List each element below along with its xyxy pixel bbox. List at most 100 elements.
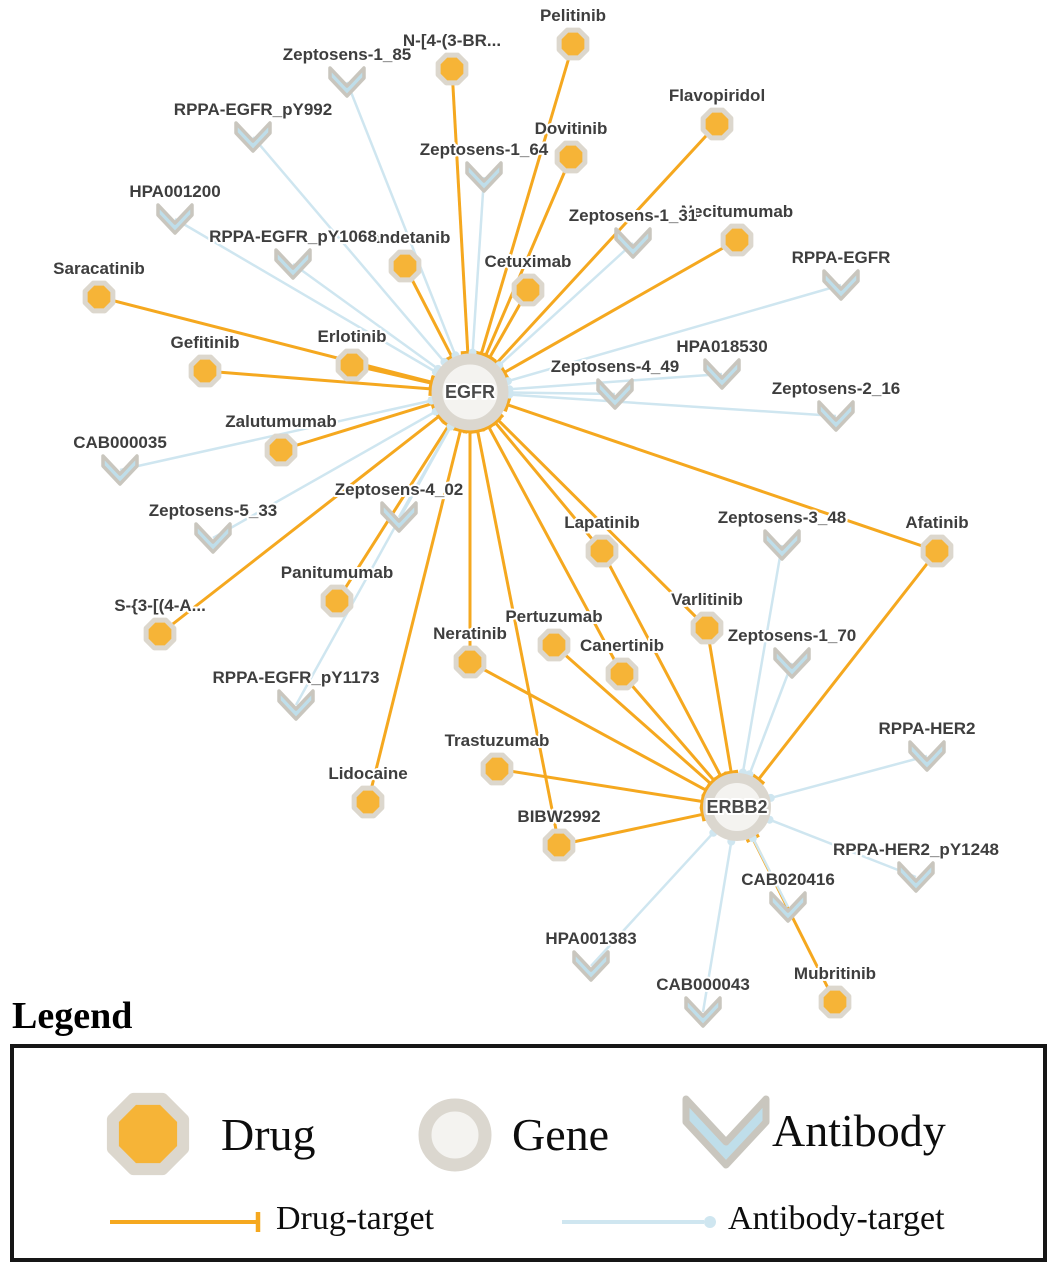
drug-node-pelitinib[interactable] [556,27,590,61]
antibody-node-zeptosens-1-64[interactable] [465,161,503,193]
gene-node-egfr[interactable] [431,353,509,431]
gene-node-erbb2[interactable] [703,773,771,841]
node-label-rppa-egfr-py992: RPPA-EGFR_pY992 [174,100,332,119]
node-label-cab000035: CAB000035 [73,433,167,452]
antibody-node-zeptosens-2-16[interactable] [817,400,855,432]
drug-node-n4-3br[interactable] [435,52,469,86]
legend-label-drug-target: Drug-target [276,1200,434,1237]
antibody-node-rppa-egfr-py1173[interactable] [277,689,315,721]
drug-node-saracatinib[interactable] [82,280,116,314]
drug-node-bibw2992[interactable] [542,828,576,862]
node-label-mubritinib: Mubritinib [794,964,876,983]
drug-node-pertuzumab[interactable] [537,628,571,662]
drug-node-dovitinib[interactable] [554,140,588,174]
node-label-rppa-egfr-py1068: RPPA-EGFR_pY1068 [209,227,377,246]
node-label-rppa-her2-py1248: RPPA-HER2_pY1248 [833,840,999,859]
node-label-cab020416: CAB020416 [741,870,835,889]
drug-target-edge [473,43,575,358]
antibody-node-zeptosens-1-70[interactable] [773,647,811,679]
node-label-varlitinib: Varlitinib [671,590,743,609]
label-layer: EGFRERBB2PelitinibN-[4-(3-BR...Flavopiri… [51,4,1001,996]
node-label-hpa018530: HPA018530 [676,337,767,356]
node-label-flavopiridol: Flavopiridol [669,86,765,105]
drug-node-lidocaine[interactable] [351,785,385,819]
drug-node-zalutumumab[interactable] [264,433,298,467]
node-label-lidocaine: Lidocaine [328,764,407,783]
drug-node-gefitinib[interactable] [188,354,222,388]
antibody-target-edge [468,176,486,357]
gene-node-icon [418,1098,492,1172]
legend-label-drug: Drug [221,1109,316,1160]
drug-node-s3-4a[interactable] [143,617,177,651]
antibody-node-rppa-her2[interactable] [908,740,946,772]
drug-node-panitumumab[interactable] [320,584,354,618]
drug-node-neratinib[interactable] [453,645,487,679]
node-label-rppa-egfr-py1173: RPPA-EGFR_pY1173 [213,668,380,687]
legend-box: Drug Gene Antibody Drug-target Antibody-… [10,1044,1047,1262]
drug-node-erlotinib[interactable] [335,348,369,382]
drug-node-icon [106,1092,190,1176]
antibody-node-rppa-egfr[interactable] [822,269,860,301]
antibody-node-cab000043[interactable] [684,996,722,1028]
node-label-saracatinib: Saracatinib [53,259,145,278]
antibody-node-zeptosens-3-48[interactable] [763,529,801,561]
antibody-node-rppa-egfr-py1068[interactable] [274,248,312,280]
node-label-necitumumab: Necitumumab [681,202,793,221]
antibody-node-hpa001200[interactable] [156,203,194,235]
antibody-node-zeptosens-4-02[interactable] [380,501,418,533]
legend-label-gene: Gene [512,1109,610,1160]
antibody-node-zeptosens-1-31[interactable] [614,227,652,259]
antibody-node-hpa001383[interactable] [572,950,610,982]
node-label-zeptosens-1-85: Zeptosens-1_85 [283,45,412,64]
node-label-zeptosens-4-02: Zeptosens-4_02 [335,480,464,499]
drug-node-vandetanib[interactable] [388,249,422,283]
drug-node-mubritinib[interactable] [818,985,852,1019]
node-label-canertinib: Canertinib [580,636,664,655]
drug-node-canertinib[interactable] [605,657,639,691]
drug-target-edge [558,807,706,847]
node-label-rppa-egfr: RPPA-EGFR [792,248,891,267]
drug-node-trastuzumab[interactable] [480,752,514,786]
node-label-zeptosens-1-64: Zeptosens-1_64 [420,140,549,159]
antibody-node-zeptosens-4-49[interactable] [596,378,634,410]
antibody-node-rppa-her2-py1248[interactable] [897,861,935,893]
node-label-cab000043: CAB000043 [656,975,750,994]
drug-node-lapatinib[interactable] [585,534,619,568]
drug-target-edge [499,238,738,380]
antibody-target-edge [766,754,928,802]
node-label-n4-3br: N-[4-(3-BR... [403,31,501,50]
node-label-dovitinib: Dovitinib [535,119,608,138]
antibody-node-zeptosens-1-85[interactable] [328,66,366,98]
drug-target-edge [705,627,739,776]
node-label-trastuzumab: Trastuzumab [445,731,550,750]
node-label-rppa-her2: RPPA-HER2 [879,719,976,738]
node-label-zeptosens-3-48: Zeptosens-3_48 [718,508,847,527]
node-label-zeptosens-2-16: Zeptosens-2_16 [772,379,901,398]
legend-title: Legend [12,995,133,1037]
antibody-target-edge [345,81,460,360]
drug-target-edge [496,767,706,809]
drug-node-flavopiridol[interactable] [700,107,734,141]
antibody-node-zeptosens-5-33[interactable] [194,522,232,554]
antibody-node-hpa018530[interactable] [703,358,741,390]
drug-target-edge-icon [110,1212,261,1232]
node-label-lapatinib: Lapatinib [564,513,640,532]
antibody-node-cab020416[interactable] [769,891,807,923]
node-label-pelitinib: Pelitinib [540,6,606,25]
node-label-gefitinib: Gefitinib [171,333,240,352]
antibody-node-rppa-egfr-py992[interactable] [234,121,272,153]
node-label-afatinib: Afatinib [905,513,968,532]
antibody-target-edge [505,372,723,394]
drug-node-afatinib[interactable] [920,534,954,568]
drug-node-cetuximab[interactable] [511,273,545,307]
antibody-node-cab000035[interactable] [101,454,139,486]
node-label-erlotinib: Erlotinib [318,327,387,346]
drug-node-varlitinib[interactable] [690,611,724,645]
drug-node-necitumumab[interactable] [720,223,754,257]
drug-target-edge [553,643,717,791]
node-layer [82,27,954,1028]
antibody-target-edge [292,262,442,373]
antibody-node-icon [682,1095,770,1169]
